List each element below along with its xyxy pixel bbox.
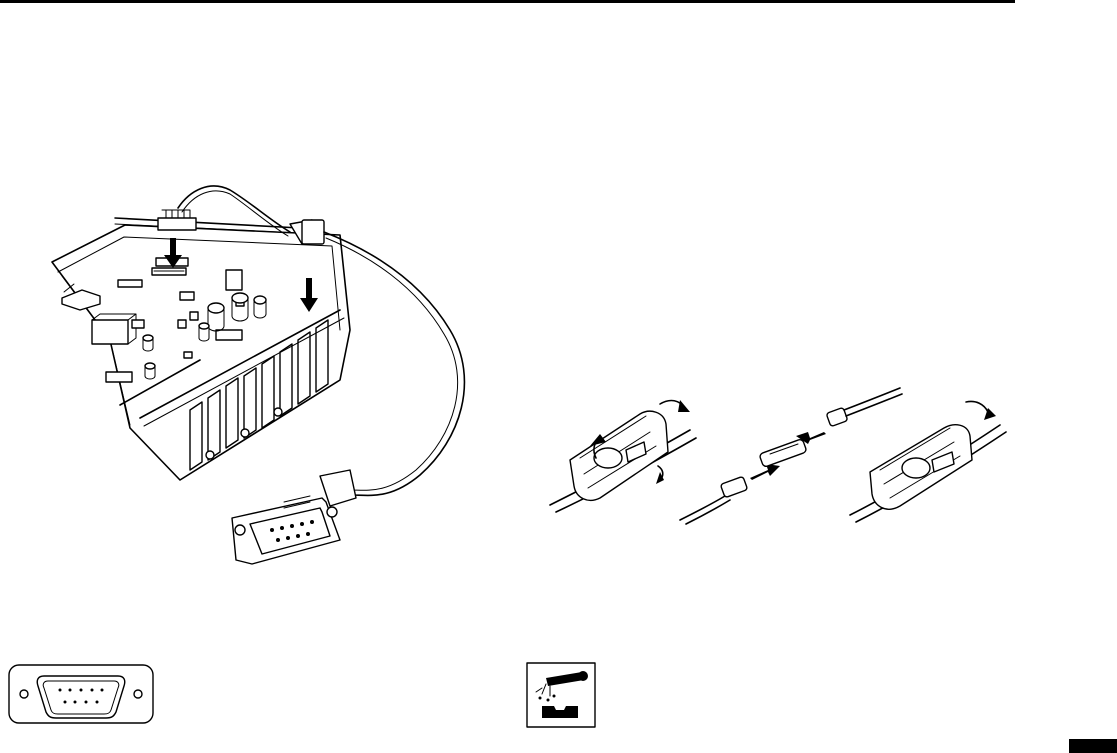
fuse-holder-open — [550, 400, 696, 512]
header-rule — [0, 0, 1015, 3]
board-cable-illustration — [40, 180, 480, 570]
db9-connector-symbol — [8, 664, 154, 724]
fuse-exploded — [680, 388, 902, 524]
fuse-holder-closed — [850, 401, 1006, 522]
db9-plug — [232, 470, 356, 564]
corrosive-warning-icon — [526, 662, 596, 728]
flex-cable — [62, 284, 100, 310]
page-tab-marker — [1069, 739, 1117, 753]
fuse-holder-illustration — [540, 380, 1010, 525]
